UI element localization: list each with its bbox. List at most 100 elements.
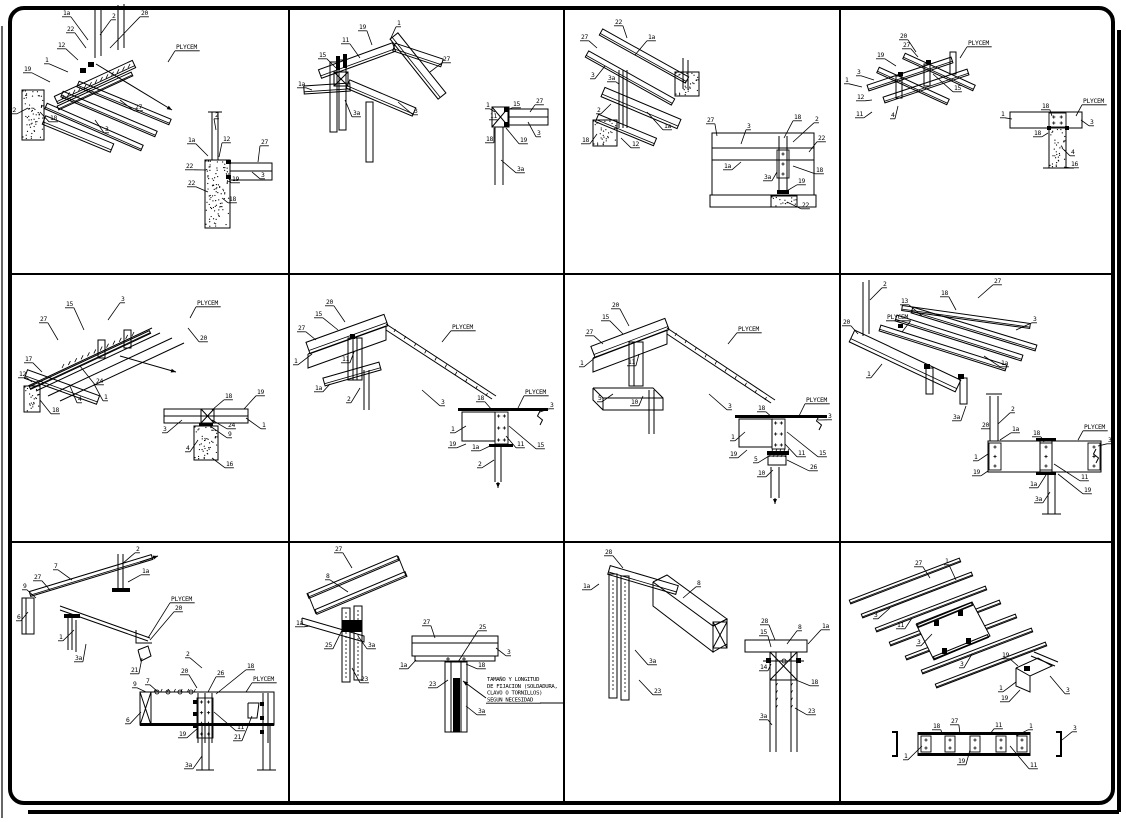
callout-label: 11 — [856, 111, 863, 118]
callout-label: 22 — [9, 107, 16, 114]
callout-label: 27 — [586, 329, 593, 336]
callout-label: 23 — [361, 676, 368, 683]
callout-label: 3a — [185, 762, 192, 769]
callout-label: 27 — [951, 718, 958, 725]
callout-label: 20 — [982, 422, 989, 429]
callout-label: 23 — [654, 688, 661, 695]
callout-label: 6 — [126, 717, 130, 724]
callout-label: 1 — [1001, 111, 1005, 118]
callout-label: 1a — [142, 568, 149, 575]
note-line: TAMAÑO Y LONGITUD — [487, 676, 540, 683]
callout-label: 12 — [632, 141, 639, 148]
callout-label: 20 — [326, 299, 333, 306]
callout-label: 1 — [1029, 723, 1033, 730]
callout-label: 18 — [1042, 103, 1049, 110]
callout-label: 23 — [808, 708, 815, 715]
callout-label: 27 — [298, 325, 305, 332]
callout-label: 9 — [23, 583, 27, 590]
callout-label: 19 — [958, 758, 965, 765]
callout-label: 18 — [933, 723, 940, 730]
callout-label: 3 — [874, 612, 878, 619]
callout-label: 3a — [1035, 496, 1042, 503]
note-line: CLAVO O TORNILLOS) — [487, 691, 542, 697]
callout-label: 18 — [941, 290, 948, 297]
callout-label: 22 — [615, 19, 622, 26]
callout-label: 3 — [1073, 725, 1077, 732]
callout-label: 10 — [758, 470, 765, 477]
callout-label: 24 — [228, 422, 235, 429]
plycem-label: PLYCEM — [887, 314, 908, 321]
callout-label: 1a — [664, 123, 671, 130]
callout-label: 2 — [883, 281, 887, 288]
callout-label: 8 — [326, 573, 330, 580]
callout-label: 10 — [631, 399, 638, 406]
callout-label: 3 — [537, 130, 541, 137]
callout-label: 3 — [550, 402, 554, 409]
callout-label: 1 — [104, 394, 108, 401]
callout-label: 11 — [1030, 762, 1037, 769]
callout-label: 19 — [1001, 695, 1008, 702]
callout-label: 19 — [798, 178, 805, 185]
callout-label: 16 — [226, 461, 233, 468]
callout-label: 4 — [78, 396, 82, 403]
callout-label: 27 — [443, 56, 450, 63]
callout-label: 2 — [112, 13, 116, 20]
callout-label: 12 — [19, 371, 26, 378]
callout-label: 27 — [261, 139, 268, 146]
callout-label: 11 — [798, 450, 805, 457]
callout-label: 24 — [96, 378, 103, 385]
callout-label: 3a — [608, 75, 615, 82]
callout-label: 22 — [186, 163, 193, 170]
plycem-label: PLYCEM — [1084, 424, 1105, 431]
callout-label: 18 — [1034, 130, 1041, 137]
callout-label: 3 — [1033, 316, 1037, 323]
callout-label: 18 — [52, 407, 59, 414]
callout-label: 15 — [66, 301, 73, 308]
callout-label: 21 — [131, 667, 138, 674]
callout-label: 9 — [133, 681, 137, 688]
callout-label: 1a — [472, 444, 479, 451]
callout-label: 3a — [75, 655, 82, 662]
callout-label: 1a — [1030, 481, 1037, 488]
callout-label: 19 — [179, 731, 186, 738]
callout-label: 26 — [217, 670, 224, 677]
callout-label: 11 — [897, 622, 904, 629]
callout-label: 20 — [900, 33, 907, 40]
callout-label: 11 — [995, 722, 1002, 729]
callout-label: 1 — [580, 360, 584, 367]
callout-label: 12 — [223, 136, 230, 143]
callout-label: 1a — [63, 10, 70, 17]
callout-label: 18 — [794, 114, 801, 121]
callout-label: 21 — [234, 734, 241, 741]
callout-label: 27 — [903, 42, 910, 49]
callout-label: 15 — [954, 85, 961, 92]
callout-label: 19 — [520, 137, 527, 144]
callout-label: 18 — [225, 393, 232, 400]
callout-label: 1a — [1001, 360, 1008, 367]
callout-label: 22 — [188, 180, 195, 187]
callout-label: 15 — [819, 450, 826, 457]
callout-label: 19 — [257, 389, 264, 396]
callout-label: 27 — [707, 117, 714, 124]
callout-label: 23 — [429, 681, 436, 688]
callout-label: 2 — [815, 116, 819, 123]
callout-label: 7 — [54, 563, 58, 570]
callout-label: 3a — [649, 658, 656, 665]
callout-label: 4 — [186, 445, 190, 452]
callout-label: 3 — [1066, 687, 1070, 694]
callout-label: 1 — [294, 358, 298, 365]
callout-label: 1a — [822, 623, 829, 630]
callout-label: 27 — [915, 560, 922, 567]
plycem-label: PLYCEM — [806, 397, 827, 404]
callout-label: 3a — [760, 713, 767, 720]
callout-label: 27 — [581, 34, 588, 41]
